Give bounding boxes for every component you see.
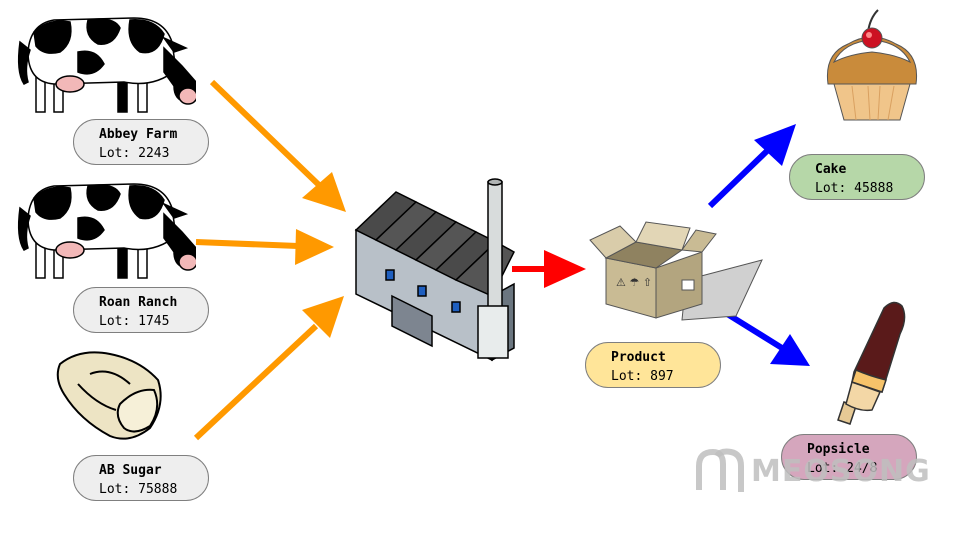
product-name: Product xyxy=(611,350,666,365)
source-name: Abbey Farm xyxy=(99,127,178,142)
source-name: AB Sugar xyxy=(99,463,162,478)
source-label-abbey-farm: Abbey Farm Lot: 2243 xyxy=(73,119,209,165)
output-label-popsicle: Popsicle Lot: 24/8 xyxy=(781,434,917,480)
arrow-product-to-popsicle xyxy=(722,309,810,366)
svg-text:⚠ ☂ ⇧: ⚠ ☂ ⇧ xyxy=(616,276,652,289)
watermark: MEOSONG xyxy=(693,446,930,498)
output-name: Cake xyxy=(815,162,847,177)
source-name: Roan Ranch xyxy=(99,295,178,310)
product-lot: Lot: 897 xyxy=(611,369,674,384)
cupcake-icon xyxy=(826,9,918,121)
arrow-factory-to-product xyxy=(512,250,586,288)
source-lot: Lot: 1745 xyxy=(99,314,170,329)
product-label: Product Lot: 897 xyxy=(585,342,721,388)
cardboard-box-icon: ⚠ ☂ ⇧ xyxy=(589,221,763,321)
source-label-roan-ranch: Roan Ranch Lot: 1745 xyxy=(73,287,209,333)
arrow-roan-to-factory xyxy=(195,229,334,265)
arrow-abbey-to-factory xyxy=(209,79,346,212)
cow-icon xyxy=(17,17,196,113)
source-label-ab-sugar: AB Sugar Lot: 75888 xyxy=(73,455,209,501)
output-lot: Lot: 45888 xyxy=(815,181,894,196)
popsicle-icon xyxy=(837,301,906,425)
sugar-sack-icon xyxy=(56,351,162,440)
watermark-text: MEOSONG xyxy=(751,454,931,489)
factory-icon xyxy=(354,178,515,362)
output-name: Popsicle xyxy=(807,442,870,457)
arrow-product-to-cake xyxy=(707,124,796,209)
output-lot: Lot: 24/8 xyxy=(807,461,878,476)
watermark-logo-icon xyxy=(696,448,744,492)
source-lot: Lot: 2243 xyxy=(99,146,170,161)
output-label-cake: Cake Lot: 45888 xyxy=(789,154,925,200)
arrow-sugar-to-factory xyxy=(193,296,344,441)
cow-icon xyxy=(17,183,196,279)
source-lot: Lot: 75888 xyxy=(99,482,178,497)
